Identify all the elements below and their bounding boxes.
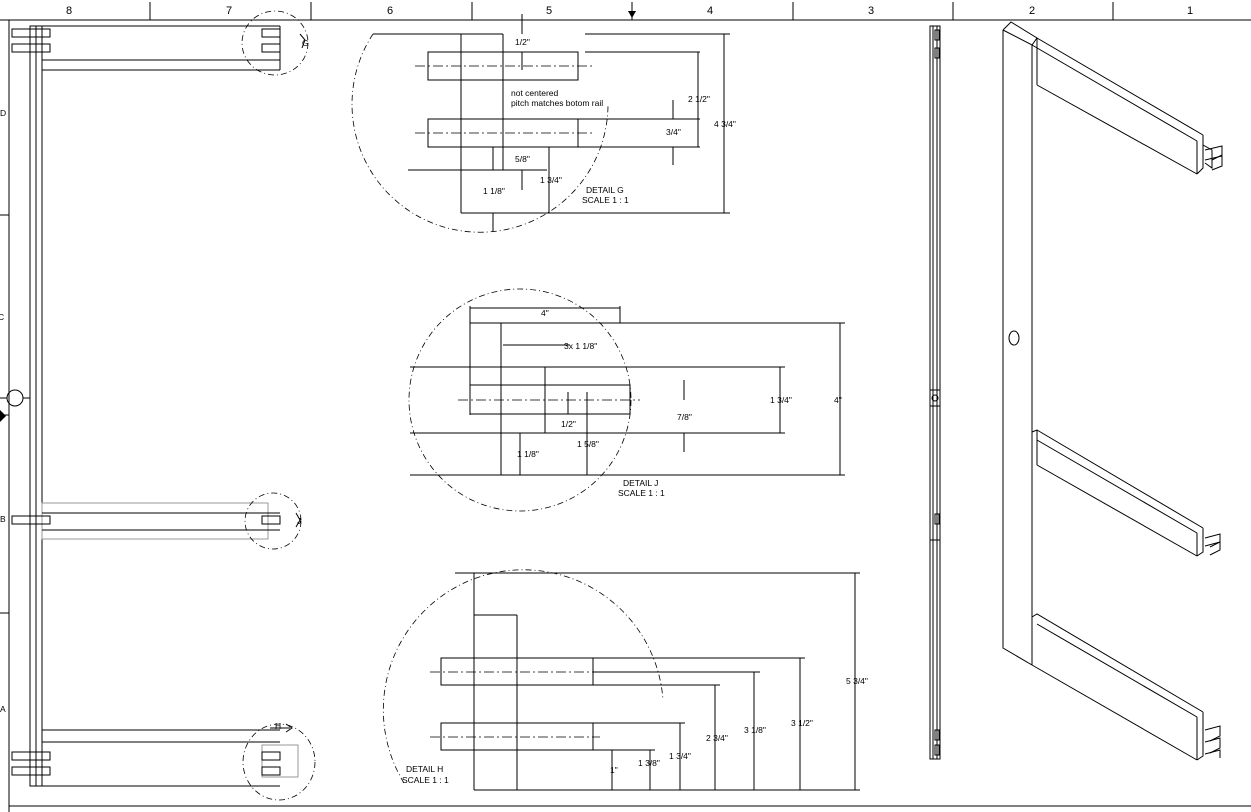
detail-j-dim-1: 4" — [541, 308, 549, 318]
detail-g-title: DETAIL G — [586, 185, 624, 195]
detail-h-title: DETAIL H — [406, 764, 443, 774]
detail-h-dim-1: 5 3/4" — [846, 676, 868, 686]
detail-g-scale: SCALE 1 : 1 — [582, 195, 629, 205]
detail-g-dim-4: 3/4" — [666, 127, 681, 137]
detail-callout-g[interactable]: G — [241, 10, 309, 76]
row-ruler: D C B A — [0, 20, 10, 812]
detail-h-scale: SCALE 1 : 1 — [402, 775, 449, 785]
ruler-label-7: 7 — [226, 5, 232, 17]
ruler-label-1: 1 — [1187, 5, 1193, 17]
detail-g-dim-7: 1 3/4" — [540, 175, 562, 185]
detail-g-note-2: pitch matches botom rail — [511, 98, 603, 108]
detail-h: 5 3/4" 3 1/2" 3 1/8" 2 3/4" 1 3/4" 1 3/8… — [382, 569, 868, 791]
ruler-label-3: 3 — [868, 5, 874, 17]
ruler-label-4: 4 — [707, 5, 713, 17]
ruler-label-2: 2 — [1029, 5, 1035, 17]
row-label-a: A — [0, 704, 6, 714]
callout-label-g: G — [302, 38, 309, 48]
detail-h-dim-3: 3 1/8" — [744, 725, 766, 735]
callout-label-j: J — [297, 516, 301, 526]
ruler-label-6: 6 — [387, 5, 393, 17]
row-label-d: D — [0, 108, 6, 118]
callout-label-h: H — [275, 721, 281, 731]
detail-j-dim-5: 7/8" — [677, 412, 692, 422]
frame-side-view — [929, 25, 941, 760]
detail-g: 1/2" 2 1/2" 4 3/4" 3/4" 5/8" 1 1/8" 1 3/… — [351, 14, 736, 233]
detail-j-dim-4: 4" — [834, 395, 842, 405]
detail-h-dim-2: 3 1/2" — [791, 718, 813, 728]
detail-j-dim-7: 1 5/8" — [577, 439, 599, 449]
ruler-label-5: 5 — [546, 5, 552, 17]
column-ruler: 8 7 6 5 4 3 2 1 — [0, 2, 1251, 21]
detail-h-dim-4: 2 3/4" — [706, 733, 728, 743]
frame-isometric-view — [1002, 21, 1223, 761]
row-label-c: C — [0, 312, 4, 322]
detail-callout-h[interactable]: H — [242, 721, 316, 801]
detail-j: 4" 3x 1 1/8" 1 3/4" 4" 7/8" 1/2" 1 5/8" … — [408, 288, 845, 512]
detail-h-dim-5: 1 3/4" — [669, 751, 691, 761]
detail-j-dim-8: 1 1/8" — [517, 449, 539, 459]
detail-j-scale: SCALE 1 : 1 — [618, 488, 665, 498]
detail-g-dim-5: 5/8" — [515, 154, 530, 164]
detail-j-dim-3: 1 3/4" — [770, 395, 792, 405]
detail-callout-j[interactable]: J — [244, 492, 302, 550]
ruler-label-8: 8 — [66, 5, 72, 17]
frame-front-view — [0, 25, 299, 787]
detail-h-dim-7: 1" — [610, 765, 618, 775]
detail-j-dim-6: 1/2" — [561, 419, 576, 429]
detail-g-dim-2: 2 1/2" — [688, 94, 710, 104]
row-label-b: B — [0, 514, 6, 524]
detail-j-title: DETAIL J — [623, 478, 658, 488]
detail-g-dim-1: 1/2" — [515, 37, 530, 47]
detail-h-dim-6: 1 3/8" — [638, 758, 660, 768]
detail-g-dim-6: 1 1/8" — [483, 186, 505, 196]
detail-g-note-1: not centered — [511, 88, 559, 98]
detail-j-dim-2: 3x 1 1/8" — [564, 341, 597, 351]
detail-g-dim-3: 4 3/4" — [714, 119, 736, 129]
